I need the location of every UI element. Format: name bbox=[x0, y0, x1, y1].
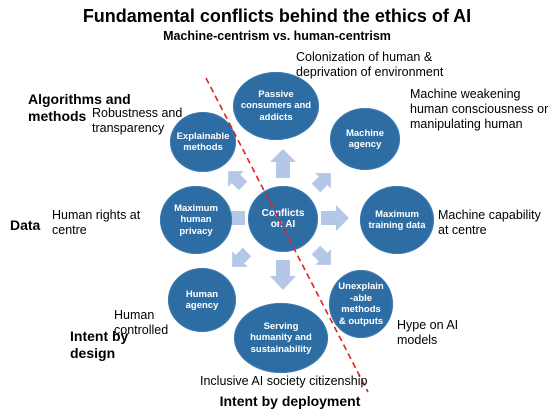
arrow-down-left bbox=[232, 247, 252, 267]
node-human-agency: Human agency bbox=[168, 268, 236, 332]
annotation-human-rights: Human rights at centre bbox=[52, 208, 141, 237]
annotation-machine-capability: Machine capability at centre bbox=[438, 208, 541, 237]
node-maximum-human-privacy-label: Maximum human privacy bbox=[174, 202, 218, 237]
node-center-conflicts-label: Conflicts on AI bbox=[261, 207, 305, 231]
annotation-inclusive: Inclusive AI society citizenship bbox=[200, 374, 368, 388]
annotation-machine-weakening: Machine weakening human consciousness or… bbox=[410, 87, 549, 131]
node-serving-humanity: Serving humanity and sustainability bbox=[234, 303, 328, 373]
diagram-subtitle: Machine-centrism vs. human-centrism bbox=[163, 29, 391, 43]
node-machine-agency: Machine agency bbox=[330, 108, 400, 170]
node-passive-consumers: Passive consumers and addicts bbox=[233, 72, 319, 140]
node-maximum-training-data: Maximum training data bbox=[360, 186, 434, 254]
arrow-up bbox=[270, 149, 296, 178]
annotation-human-controlled: Human controlled bbox=[114, 308, 169, 337]
node-center-conflicts: Conflicts on AI bbox=[248, 186, 318, 252]
machine-human-divider bbox=[205, 77, 369, 393]
annotation-robustness: Robustness and transparency bbox=[92, 106, 183, 135]
arrow-down-right bbox=[311, 245, 331, 265]
node-explainable-methods-label: Explainable methods bbox=[176, 130, 230, 154]
node-unexplainable-methods-label: Unexplain -able methods & outputs bbox=[338, 281, 384, 327]
arrow-up-right bbox=[311, 173, 331, 193]
node-passive-consumers-label: Passive consumers and addicts bbox=[240, 88, 312, 123]
node-human-agency-label: Human agency bbox=[185, 288, 219, 312]
node-serving-humanity-label: Serving humanity and sustainability bbox=[250, 320, 312, 355]
diagram-title: Fundamental conflicts behind the ethics … bbox=[82, 6, 472, 26]
category-intent-deployment: Intent by deployment bbox=[219, 393, 361, 409]
node-explainable-methods: Explainable methods bbox=[170, 112, 236, 172]
node-maximum-training-data-label: Maximum training data bbox=[368, 208, 426, 232]
category-algorithms: Algorithms and methods bbox=[28, 91, 131, 124]
arrow-up-left bbox=[228, 171, 248, 191]
annotation-hype: Hype on AI models bbox=[397, 318, 459, 347]
node-unexplainable-methods: Unexplain -able methods & outputs bbox=[329, 270, 393, 338]
category-intent-design: Intent by design bbox=[70, 328, 129, 361]
arrow-right bbox=[321, 205, 349, 231]
node-maximum-human-privacy: Maximum human privacy bbox=[160, 186, 232, 254]
node-machine-agency-label: Machine agency bbox=[345, 127, 384, 151]
category-data: Data bbox=[10, 217, 41, 233]
annotation-colonization: Colonization of human & deprivation of e… bbox=[296, 50, 444, 79]
arrow-down bbox=[270, 260, 296, 290]
